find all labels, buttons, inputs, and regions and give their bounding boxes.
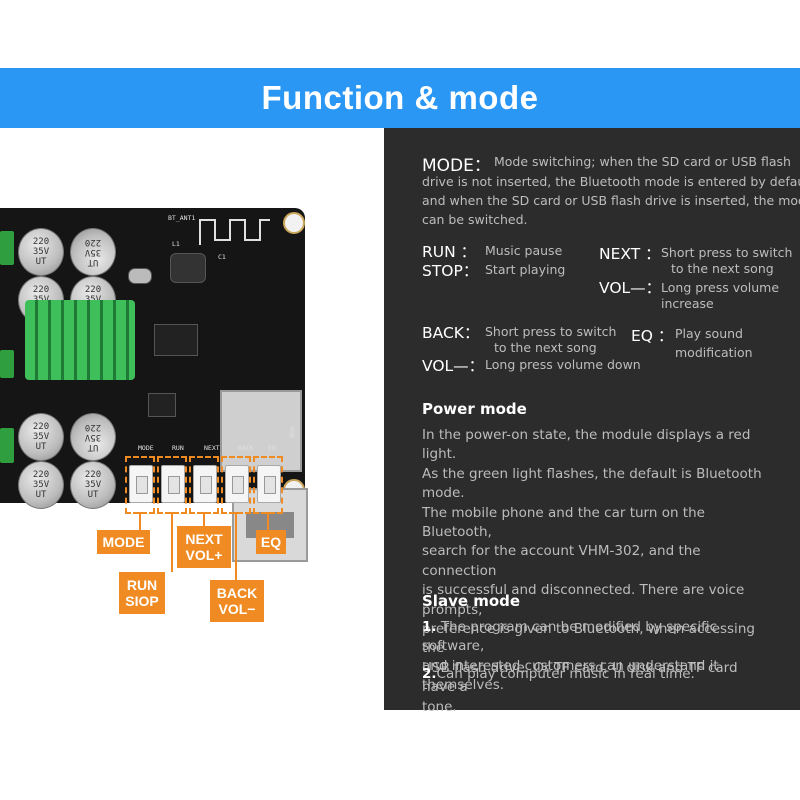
- inductor: [170, 253, 206, 283]
- mode-desc-line: Mode switching; when the SD card or USB …: [494, 154, 791, 169]
- leader-line: [139, 512, 141, 530]
- vol-plus-desc-line: Long press volume: [661, 280, 780, 295]
- regulator-chip: [148, 393, 176, 417]
- next-label: NEXT ：: [599, 245, 661, 263]
- back-desc-line: to the next song: [494, 340, 597, 355]
- terminal-block: [0, 428, 14, 463]
- mode-callout: MODE: [97, 530, 150, 554]
- vol-minus-label: VOL—：: [422, 357, 485, 375]
- eq-desc-line: modification: [675, 345, 753, 360]
- eq-callout: EQ: [256, 530, 286, 554]
- slave-mode-heading: Slave mode: [422, 592, 521, 610]
- antenna-trace: [199, 219, 270, 245]
- leader-line: [267, 512, 269, 530]
- silk-back: BACK: [238, 444, 254, 452]
- power-mode-text: In the power-on state, the module displa…: [422, 427, 762, 715]
- leader-line: [203, 512, 205, 526]
- stop-label: STOP：: [422, 262, 479, 280]
- mode-desc-line: can be switched.: [422, 212, 528, 227]
- back-label: BACK：: [422, 324, 480, 342]
- sd-card-slot: [220, 390, 302, 472]
- silk-c1: C1: [218, 253, 226, 261]
- back-desc-line: Short press to switch: [485, 324, 617, 339]
- mount-hole: [283, 212, 305, 234]
- description-panel: MODE： Mode switching; when the SD card o…: [384, 128, 800, 715]
- back-vol-minus-button[interactable]: [225, 465, 249, 503]
- silk-l1: L1: [172, 240, 180, 248]
- mode-button[interactable]: [129, 465, 153, 503]
- eq-label: EQ ：: [631, 327, 674, 345]
- eq-desc-line: Play sound: [675, 326, 743, 341]
- run-stop-button[interactable]: [161, 465, 185, 503]
- run-desc: Music pause: [485, 243, 563, 258]
- next-vol-plus-button[interactable]: [193, 465, 217, 503]
- vol-minus-desc: Long press volume down: [485, 357, 641, 372]
- page-title: Function & mode: [261, 79, 539, 116]
- mode-label: MODE：: [422, 156, 491, 176]
- silk-run: RUN: [172, 444, 184, 452]
- stop-desc: Start playing: [485, 262, 566, 277]
- leader-line: [171, 512, 173, 572]
- mode-desc-line: drive is not inserted, the Bluetooth mod…: [422, 174, 800, 189]
- power-mode-heading: Power mode: [422, 400, 527, 418]
- heatsink: [25, 300, 135, 380]
- slave-item-2: 2.Can play computer music in real time.: [422, 666, 695, 682]
- silk-bt-ant: BT_ANT1: [168, 214, 196, 222]
- silk-eq: EQ: [268, 444, 276, 452]
- next-desc-line: to the next song: [671, 261, 774, 276]
- silk-usb: USB: [287, 426, 296, 438]
- vol-plus-label: VOL—：: [599, 279, 662, 297]
- crystal: [128, 268, 152, 284]
- terminal-block: [0, 231, 14, 265]
- leader-line: [235, 512, 237, 580]
- vol-plus-desc-line: increase: [661, 296, 714, 311]
- run-label: RUN ：: [422, 243, 477, 261]
- silk-mode: MODE: [138, 444, 154, 452]
- slave-item-1: 1. The program can be modified by specif…: [422, 619, 719, 694]
- mode-desc-line: and when the SD card or USB flash drive …: [422, 193, 800, 208]
- eq-button[interactable]: [257, 465, 281, 503]
- silk-next: NEXT: [204, 444, 220, 452]
- main-chip: [154, 324, 198, 356]
- title-banner: Function & mode: [0, 68, 800, 128]
- next-desc-line: Short press to switch: [661, 245, 793, 260]
- terminal-block: [0, 350, 14, 378]
